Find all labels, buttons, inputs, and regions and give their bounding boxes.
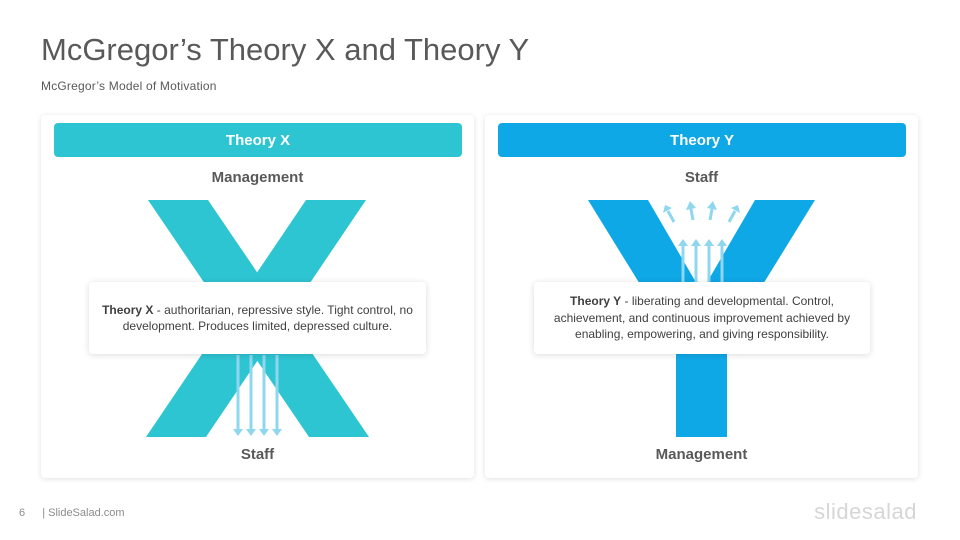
page-number: 6 [19,507,26,519]
theory-x-desc-text: - authoritarian, repressive style. Tight… [122,302,413,334]
theory-y-header: Theory Y [498,123,906,157]
page-title: McGregor’s Theory X and Theory Y [41,32,530,67]
up-arrows-icon [663,201,740,282]
theory-x-top-label: Management [211,169,304,186]
brand-logo: slidesalad [814,499,917,524]
theory-y-desc-bold: Theory Y [570,294,622,309]
theory-y-desc-text: - liberating and developmental. Control,… [553,294,851,342]
theory-x-desc-bold: Theory X [102,302,154,317]
theory-y-description: Theory Y - liberating and developmental.… [534,282,870,354]
footer-site: | SlideSalad.com [42,507,125,519]
theory-y-top-label: Staff [684,169,719,186]
footer: 6 | SlideSalad.com [19,507,125,519]
theory-x-header: Theory X [54,123,462,157]
theory-x-bottom-label: Staff [240,446,275,463]
theory-y-card: Theory Y Staff Theory Y - liberating and… [485,115,918,478]
page-subtitle: McGregor’s Model of Motivation [41,79,217,93]
theory-x-description: Theory X - authoritarian, repressive sty… [89,282,426,354]
theory-y-bottom-label: Management [655,446,748,463]
down-arrows-icon [233,355,282,436]
theory-x-card: Theory X Management Theory X - authorita… [41,115,474,478]
